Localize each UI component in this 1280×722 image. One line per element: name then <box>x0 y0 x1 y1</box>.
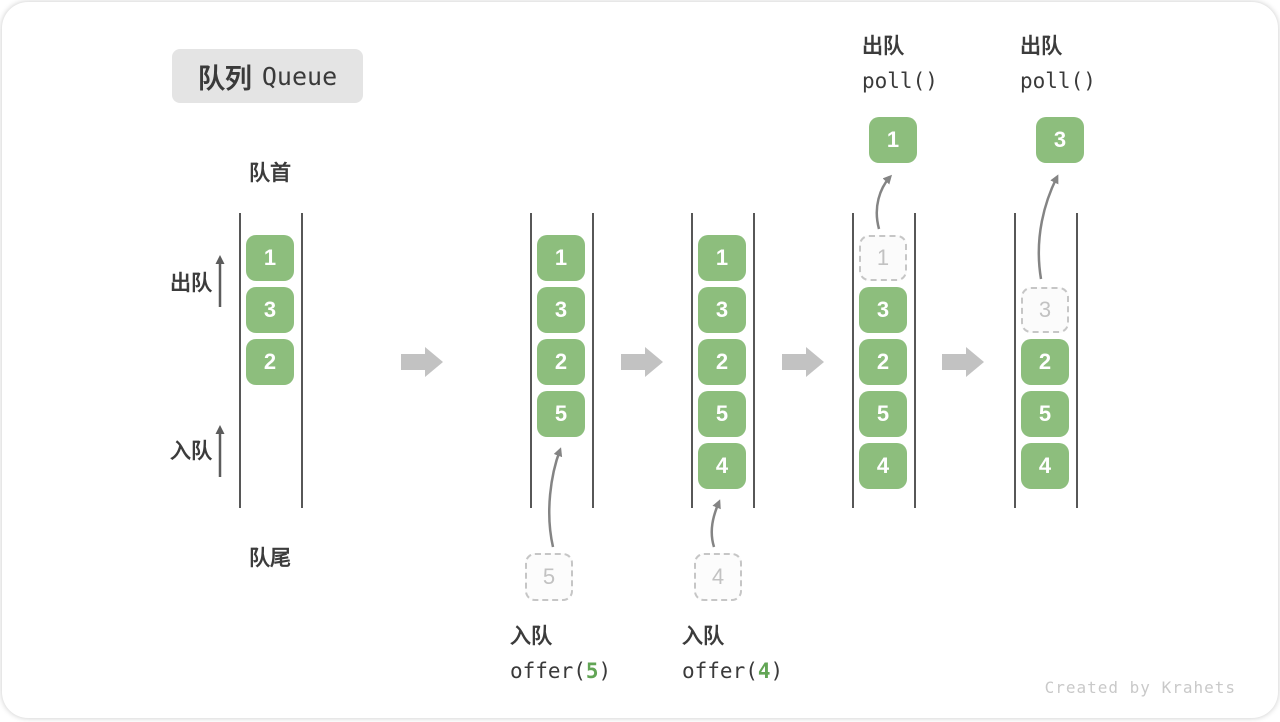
queue-element: 4 <box>859 443 907 489</box>
transition-arrow-icon <box>782 347 824 377</box>
queue-container-line <box>914 213 916 508</box>
transition-arrow-icon <box>401 347 443 377</box>
element-move-arrow-icon <box>548 447 563 548</box>
queue-element: 2 <box>698 339 746 385</box>
queue-container-line <box>239 213 241 508</box>
offer-arg: 4 <box>757 659 771 683</box>
offer-code-label: offer(4) <box>682 659 784 683</box>
queue-container-line <box>1014 213 1016 508</box>
queue-container-line <box>301 213 303 508</box>
title-zh: 队列 <box>197 63 252 94</box>
enqueue-op-label: 入队 offer(5) <box>510 620 611 688</box>
queue-element: 4 <box>1021 443 1069 489</box>
queue-element-ghost: 1 <box>859 235 907 281</box>
element-move-arrow-icon <box>1037 174 1059 280</box>
enqueue-op-zh: 入队 <box>682 625 724 648</box>
enqueue-side-label: 入队 <box>170 440 212 463</box>
queue-container-line <box>1076 213 1078 508</box>
queue-element: 3 <box>698 287 746 333</box>
queue-element: 2 <box>537 339 585 385</box>
queue-element: 2 <box>246 339 294 385</box>
queue-element: 3 <box>859 287 907 333</box>
queue-element: 5 <box>698 391 746 437</box>
enqueue-op-label: 入队 offer(4) <box>682 620 783 688</box>
queue-container-line <box>852 213 854 508</box>
element-move-arrow-icon <box>710 499 721 548</box>
queue-element: 1 <box>698 235 746 281</box>
queue-element: 1 <box>246 235 294 281</box>
dequeue-op-label: 出队 poll() <box>1020 30 1096 98</box>
poll-code-label: poll() <box>1020 69 1096 93</box>
dequeue-op-zh: 出队 <box>862 35 904 58</box>
queue-element: 5 <box>1021 391 1069 437</box>
queue-element: 2 <box>1021 339 1069 385</box>
watermark: Created by Krahets <box>1044 678 1236 697</box>
incoming-element: 5 <box>525 553 573 601</box>
offer-code-label: offer(5) <box>510 659 612 683</box>
incoming-element: 4 <box>694 553 742 601</box>
queue-rear-label: 队尾 <box>249 547 291 570</box>
queue-element: 3 <box>537 287 585 333</box>
enqueue-op-zh: 入队 <box>510 625 552 648</box>
queue-element: 5 <box>537 391 585 437</box>
dequeue-op-zh: 出队 <box>1020 35 1062 58</box>
title-badge: 队列 Queue <box>172 49 363 103</box>
queue-element: 2 <box>859 339 907 385</box>
queue-element: 4 <box>698 443 746 489</box>
outgoing-element: 3 <box>1036 117 1084 163</box>
element-move-arrow-icon <box>875 174 893 230</box>
outgoing-element: 1 <box>869 117 917 163</box>
queue-container-line <box>592 213 594 508</box>
dequeue-side-label: 出队 <box>170 272 212 295</box>
queue-element-ghost: 3 <box>1021 287 1069 333</box>
queue-element: 1 <box>537 235 585 281</box>
queue-element: 3 <box>246 287 294 333</box>
queue-front-label: 队首 <box>249 162 291 185</box>
queue-container-line <box>753 213 755 508</box>
queue-container-line <box>530 213 532 508</box>
queue-container-line <box>691 213 693 508</box>
transition-arrow-icon <box>621 347 663 377</box>
title-en: Queue <box>261 61 338 91</box>
poll-code-label: poll() <box>862 69 938 93</box>
offer-arg: 5 <box>585 659 599 683</box>
dequeue-op-label: 出队 poll() <box>862 30 938 98</box>
transition-arrow-icon <box>942 347 984 377</box>
queue-element: 5 <box>859 391 907 437</box>
